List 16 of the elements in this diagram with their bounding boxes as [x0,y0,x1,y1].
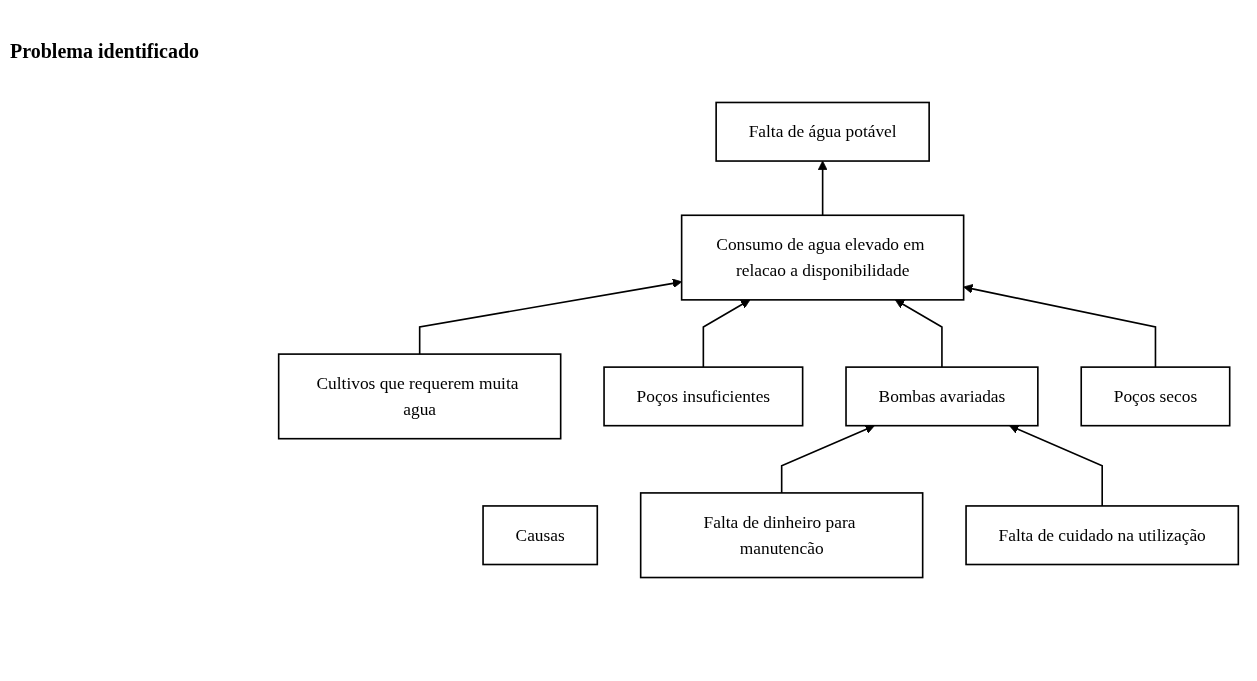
arrow [963,284,1157,368]
arrow [702,299,751,368]
arrow [1009,424,1103,507]
node-box: Cultivos que requerem muita agua [277,353,562,440]
arrow [894,299,943,368]
node-box: Falta de cuidado na utilização [965,505,1240,566]
arrow [817,160,828,217]
node-box: Consumo de agua elevado em relacao a disponibilidade [680,214,965,301]
node-box: Poços secos [1080,366,1231,427]
node-box: Falta de dinheiro para manutencão [639,492,924,579]
arrow [780,424,875,494]
heading-label: Problema identificado [10,40,201,63]
node-box: Causas [482,505,599,566]
node-box: Bombas avariadas [845,366,1039,427]
node-box: Falta de água potável [715,101,930,162]
node-box: Poços insuficientes [603,366,804,427]
